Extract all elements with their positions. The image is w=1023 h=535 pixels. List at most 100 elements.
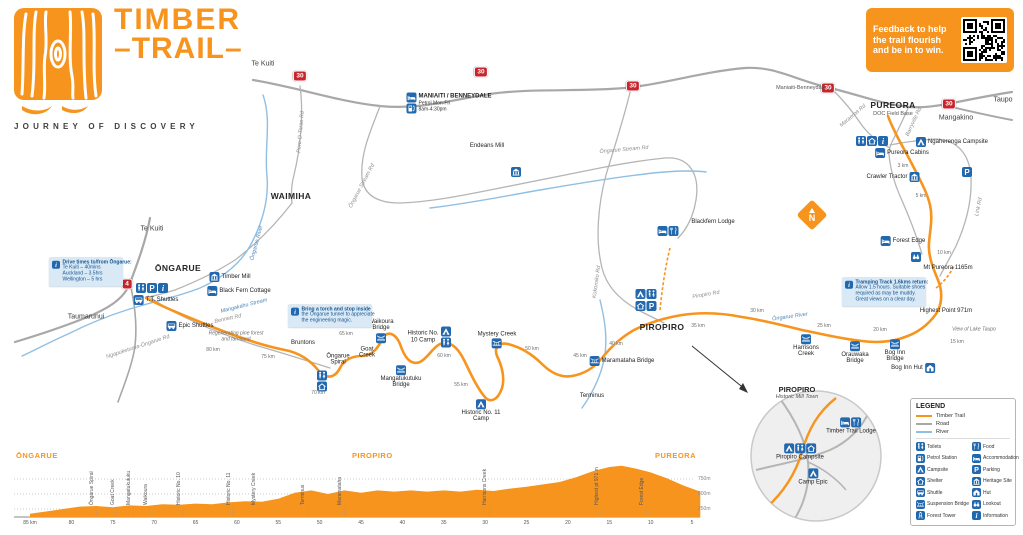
km-20-km: 20 km xyxy=(873,327,887,333)
trail-spur-mt-pureora xyxy=(935,265,955,289)
town-waimiha: WAIMIHA xyxy=(271,191,312,201)
elevation-xtick: 30 xyxy=(482,520,488,526)
icon-group xyxy=(209,272,220,282)
infobox-line: the engineering magic. xyxy=(301,317,353,324)
label-text: 20 km xyxy=(873,327,887,333)
label-text-block: Maramataha Bridge xyxy=(602,358,655,364)
elevation-xtick: 20 xyxy=(565,520,571,526)
label-text-block: T.T. Shuttles xyxy=(146,297,179,303)
label-text: MANIAITI / BENNEYDALE xyxy=(418,93,492,100)
legend-item-toilets: Toilets xyxy=(916,442,969,451)
food-icon xyxy=(668,226,679,236)
campsite-icon xyxy=(784,443,794,454)
label-text-block: 65 km xyxy=(339,331,353,337)
legend-item-parking: Parking xyxy=(971,465,1019,474)
inset-title: PIROPIRO xyxy=(778,385,816,394)
accommodation-icon xyxy=(406,92,417,103)
label-text: Ōngarue River xyxy=(771,311,809,323)
label-text-block: Regenerating pine forest and farmland xyxy=(208,331,264,343)
toilets-icon xyxy=(856,136,866,146)
elevation-waypoint-label: Mystery Creek xyxy=(250,472,257,505)
label-text: Taumarunui xyxy=(67,313,105,321)
km-75-km: 75 km xyxy=(261,354,275,360)
label-text: Ōngarue Stream Rd xyxy=(599,144,649,156)
label-text-block: N xyxy=(809,208,816,223)
label-text: Bog Inn Bridge xyxy=(884,350,906,363)
label-text: 30 xyxy=(477,68,485,76)
accommodation-icon xyxy=(840,417,851,428)
place-mangakino: Mangakino xyxy=(939,115,973,122)
elevation-xtick: 10 xyxy=(647,520,654,526)
campsite-icon xyxy=(915,137,926,147)
elevation-profile-area xyxy=(30,465,701,517)
icon-group xyxy=(589,356,600,366)
legend-item-information: Information xyxy=(971,511,1019,520)
label-text: Waikoura Bridge xyxy=(368,319,394,332)
place-small-maniaiti-benneydale: Maniaiti-Benneydale xyxy=(776,85,826,91)
poi-terminus: Terminus xyxy=(580,393,604,399)
shelter-icon xyxy=(635,301,646,311)
infobox-text: Drive times to/from Ōngarue:Te Kuiti – 4… xyxy=(62,259,132,284)
poi-blackfern-lodge: Blackfern Lodge xyxy=(691,219,734,225)
suspension-bridge-icon xyxy=(801,334,811,345)
legend-line-river: River xyxy=(916,429,1010,435)
label-text-block: WAIMIHA xyxy=(271,191,312,201)
place-taupo: Taupo xyxy=(993,97,1012,104)
legend-item-shelter: Shelter xyxy=(916,476,969,486)
petrol-icon xyxy=(406,103,417,114)
iconrow-lookout xyxy=(911,252,921,262)
poi-t-t-shuttles: T.T. Shuttles xyxy=(133,295,179,305)
label-text: 30 xyxy=(629,82,637,90)
poi-epic-shuttles: Epic Shuttles xyxy=(166,321,214,331)
legend-line-label: Timber Trail xyxy=(936,413,965,419)
label-text-block: Mt Pureora 1165m xyxy=(923,265,972,271)
label-text-block: Orauwaka Bridge xyxy=(837,352,873,365)
icon-group xyxy=(875,148,886,158)
label-text: 30 xyxy=(296,72,304,80)
label-text: View of Lake Taupo xyxy=(952,326,996,333)
label-text-block: Ngapuketurua-Ōngarue Rd xyxy=(106,334,171,360)
legend-item-label: Lookout xyxy=(982,501,1001,507)
label-text-block: 30 xyxy=(477,68,484,77)
label-text: 50 km xyxy=(525,346,539,352)
elevation-waypoint-label: Historic No. 10 xyxy=(176,472,183,505)
label-text-block: Pureora Cabins xyxy=(887,150,929,156)
poi-pureora-cabins: Pureora Cabins xyxy=(875,148,929,158)
label-text-block: Ngaherenga Campsite xyxy=(928,139,988,145)
label-text-block: PUREORA xyxy=(870,100,915,110)
icon-group xyxy=(207,286,218,296)
elevation-xtick: 65 xyxy=(192,520,199,526)
shelter-icon xyxy=(317,381,327,392)
icon-group xyxy=(850,341,860,352)
km-45-km: 45 km xyxy=(573,353,587,359)
label-text-block: Ōngarue Spiral xyxy=(321,354,355,367)
note-view-of-lake-taupo: View of Lake Taupo xyxy=(952,327,996,333)
label-text-block: 80 km xyxy=(206,347,220,353)
km-40-km: 40 km xyxy=(609,341,623,347)
rivername-ngarue-river: Ōngarue River xyxy=(249,225,264,261)
inset-poi-timber-trail-lodge: Timber Trail Lodge xyxy=(826,417,876,434)
label-text: Te Kuiti xyxy=(251,60,275,68)
compass-n: N xyxy=(796,199,828,231)
label-text-block: 25 km xyxy=(817,323,831,329)
legend-item-shuttle: Shuttle xyxy=(916,488,969,497)
parking-icon xyxy=(971,465,981,474)
poi-mystery-creek: Mystery Creek xyxy=(478,331,516,349)
information-icon xyxy=(971,511,981,520)
infobox-line: Drive times to/from Ōngarue: xyxy=(62,259,132,266)
roadname-ngarue-stream-rd: Ōngarue Stream Rd xyxy=(599,145,649,155)
roadname-poro-o-tarao-rd: Poro-O-Tarao Rd xyxy=(296,111,306,153)
toilets-icon xyxy=(136,283,146,293)
label-text: Mangatukutuku Bridge xyxy=(380,376,422,389)
label-text-block: 3 km xyxy=(898,163,909,169)
infobox-line: the Ōngarue tunnel to appreciate xyxy=(301,312,375,319)
trail-spur-blackfern xyxy=(659,247,671,311)
legend-item-label: Food xyxy=(982,443,995,450)
elevation-waypoint-label: Harrisons Creek xyxy=(482,468,489,505)
icon-group xyxy=(808,468,818,479)
accommodation-icon xyxy=(657,226,668,236)
label-text-block: View of Lake Taupo xyxy=(952,327,996,333)
km-55-km: 55 km xyxy=(454,382,468,388)
label-text-block: Bruntons xyxy=(291,340,315,346)
elevation-waypoint-label: Mangatukutuku xyxy=(126,470,133,505)
